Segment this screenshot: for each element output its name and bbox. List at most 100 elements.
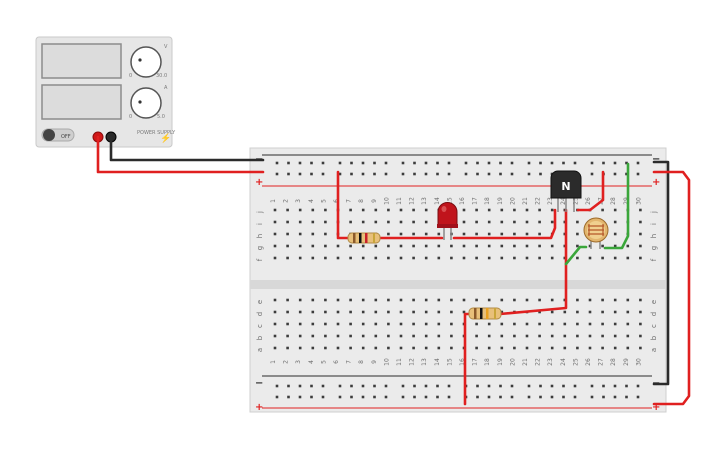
hole[interactable] <box>450 334 453 338</box>
hole[interactable] <box>576 334 579 338</box>
hole[interactable] <box>424 244 428 248</box>
hole[interactable] <box>298 322 302 326</box>
hole[interactable] <box>487 346 491 350</box>
rail-hole[interactable] <box>562 395 565 399</box>
hole[interactable] <box>361 244 365 248</box>
hole[interactable] <box>437 298 441 302</box>
hole[interactable] <box>626 322 630 326</box>
hole[interactable] <box>450 256 453 260</box>
hole[interactable] <box>424 310 428 314</box>
hole[interactable] <box>487 334 491 338</box>
rail-hole[interactable] <box>287 384 290 388</box>
rail-hole[interactable] <box>562 384 565 388</box>
rail-hole[interactable] <box>499 161 502 165</box>
hole[interactable] <box>399 220 403 224</box>
hole[interactable] <box>639 310 642 314</box>
hole[interactable] <box>475 208 478 212</box>
rail-hole[interactable] <box>298 161 302 165</box>
rail-hole[interactable] <box>424 172 428 176</box>
hole[interactable] <box>525 232 529 236</box>
rail-hole[interactable] <box>350 384 353 388</box>
hole[interactable] <box>399 232 403 236</box>
wires[interactable] <box>96 135 691 406</box>
wire-rail-to-resistor[interactable] <box>336 170 351 240</box>
hole[interactable] <box>349 244 352 248</box>
hole[interactable] <box>286 244 289 248</box>
hole[interactable] <box>500 256 504 260</box>
rail-hole[interactable] <box>401 172 405 176</box>
hole[interactable] <box>336 298 340 302</box>
hole[interactable] <box>613 346 617 350</box>
hole[interactable] <box>475 232 478 236</box>
hole[interactable] <box>639 298 642 302</box>
hole[interactable] <box>475 256 478 260</box>
hole[interactable] <box>273 208 277 212</box>
hole[interactable] <box>639 232 642 236</box>
hole[interactable] <box>286 220 289 224</box>
hole[interactable] <box>639 220 642 224</box>
rail-hole[interactable] <box>275 395 279 399</box>
hole[interactable] <box>286 322 289 326</box>
hole[interactable] <box>613 208 617 212</box>
rail-hole[interactable] <box>373 395 376 399</box>
hole[interactable] <box>374 310 378 314</box>
rail-hole[interactable] <box>401 161 405 165</box>
hole[interactable] <box>311 322 315 326</box>
rail-hole[interactable] <box>413 395 416 399</box>
hole[interactable] <box>349 208 352 212</box>
rail-hole[interactable] <box>338 384 342 388</box>
wire-rail-positive-bridge[interactable] <box>652 170 691 406</box>
hole[interactable] <box>424 334 428 338</box>
hole[interactable] <box>324 220 327 224</box>
hole[interactable] <box>273 310 277 314</box>
hole[interactable] <box>311 220 315 224</box>
hole[interactable] <box>298 244 302 248</box>
hole[interactable] <box>576 256 579 260</box>
hole[interactable] <box>538 232 541 236</box>
hole[interactable] <box>626 256 630 260</box>
hole[interactable] <box>437 322 441 326</box>
rail-hole[interactable] <box>499 384 502 388</box>
hole[interactable] <box>412 220 415 224</box>
hole[interactable] <box>412 232 415 236</box>
hole[interactable] <box>538 346 541 350</box>
hole[interactable] <box>513 208 516 212</box>
hole[interactable] <box>576 346 579 350</box>
rail-hole[interactable] <box>275 172 279 176</box>
rail-hole[interactable] <box>298 172 302 176</box>
rail-hole[interactable] <box>573 161 577 165</box>
rail-hole[interactable] <box>476 161 479 165</box>
hole[interactable] <box>399 310 403 314</box>
rail-hole[interactable] <box>602 395 605 399</box>
hole[interactable] <box>374 298 378 302</box>
hole[interactable] <box>399 346 403 350</box>
hole[interactable] <box>613 220 617 224</box>
hole[interactable] <box>374 322 378 326</box>
hole[interactable] <box>588 322 592 326</box>
wire-ldr-green-2[interactable] <box>603 162 630 250</box>
rail-hole[interactable] <box>338 172 342 176</box>
hole[interactable] <box>412 298 415 302</box>
hole[interactable] <box>387 232 390 236</box>
rail-hole[interactable] <box>384 395 388 399</box>
hole[interactable] <box>462 256 466 260</box>
rail-hole[interactable] <box>373 161 376 165</box>
rail-hole[interactable] <box>499 172 502 176</box>
hole[interactable] <box>500 208 504 212</box>
rail-hole[interactable] <box>338 395 342 399</box>
rail-hole[interactable] <box>550 384 554 388</box>
hole[interactable] <box>450 346 453 350</box>
hole[interactable] <box>601 346 604 350</box>
hole[interactable] <box>450 322 453 326</box>
red-led[interactable] <box>437 202 458 241</box>
hole[interactable] <box>387 220 390 224</box>
hole[interactable] <box>424 322 428 326</box>
hole[interactable] <box>298 334 302 338</box>
rail-hole[interactable] <box>350 172 353 176</box>
hole[interactable] <box>412 346 415 350</box>
rail-hole[interactable] <box>298 384 302 388</box>
hole[interactable] <box>424 346 428 350</box>
hole[interactable] <box>538 208 541 212</box>
hole[interactable] <box>298 256 302 260</box>
hole[interactable] <box>588 244 592 248</box>
